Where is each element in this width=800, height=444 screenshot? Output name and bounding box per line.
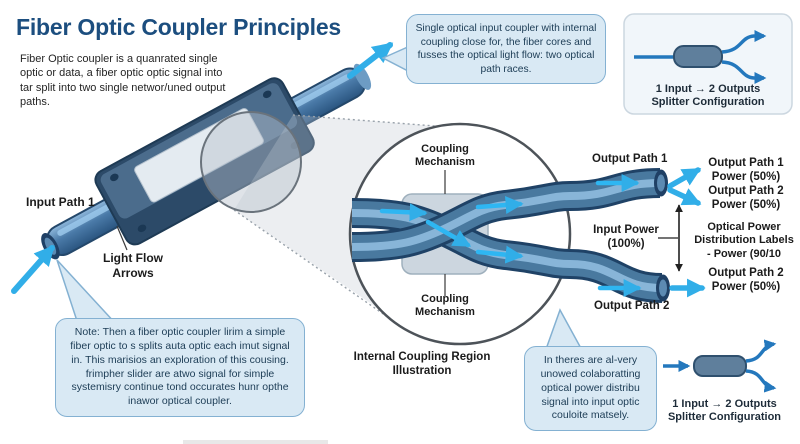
- device-to-callout-arrow-icon: [347, 42, 394, 79]
- splitter-icon-bottom: [663, 339, 777, 393]
- callout-bottom: In theres are al-very unowed colaboratti…: [524, 346, 657, 432]
- config-top-line2: Splitter Configuration: [651, 96, 765, 108]
- coupler-device-illustration: [41, 63, 372, 260]
- callout-top: Single optical input coupler with intern…: [406, 14, 606, 85]
- light-flow-leader-line: [116, 225, 128, 251]
- input-light-arrow-icon: [11, 244, 55, 294]
- callout-note: Note: Then a fiber optic coupler lirim a…: [55, 318, 305, 418]
- splitter-icon-top: [634, 30, 767, 84]
- output1-power-label: Output Path 1 Power (50%): [708, 157, 784, 184]
- splitter-config-box-top: [623, 13, 793, 115]
- power-span-arrow-icon: [658, 204, 683, 272]
- intro-paragraph: Fiber Optic coupler is a quanrated singl…: [20, 53, 226, 108]
- input-path-1-label: Input Path 1: [26, 195, 95, 209]
- output-path-1-label: Output Path 1: [592, 153, 668, 165]
- output-path-2-label: Output Path 2: [594, 300, 670, 312]
- page-title: Fiber Optic Coupler Principles: [16, 14, 342, 40]
- light-flow-arrows-label: Light Flow Arrows: [103, 251, 163, 280]
- output2-power-bottom-label: Output Path 2 Power (50%): [708, 267, 784, 294]
- input-power-label: Input Power (100%): [593, 224, 659, 251]
- output-split-arrows-icon: [667, 167, 706, 298]
- config-bottom-line1: 1 Input → 2 Outputs: [672, 398, 777, 410]
- config-top-line1: 1 Input → 2 Outputs: [655, 83, 761, 95]
- coupling-mechanism-top-label: Coupling Mechanism: [415, 143, 475, 169]
- internal-region-label: Internal Coupling Region Illustration: [353, 351, 491, 378]
- config-bottom-line2: Splitter Configuration: [667, 411, 782, 423]
- coupling-mechanism-bottom-label: Coupling Mechanism: [415, 293, 475, 319]
- bottom-crop-strip: [183, 440, 328, 444]
- internal-coupling-detail: [348, 122, 670, 346]
- light-flow-arrows-icon: [379, 174, 642, 297]
- callout-tails: [56, 44, 585, 353]
- output2-power-top-label: Output Path 2 Power (50%): [708, 185, 784, 212]
- distribution-label: Optical Power Distribution Labels - Powe…: [694, 221, 794, 260]
